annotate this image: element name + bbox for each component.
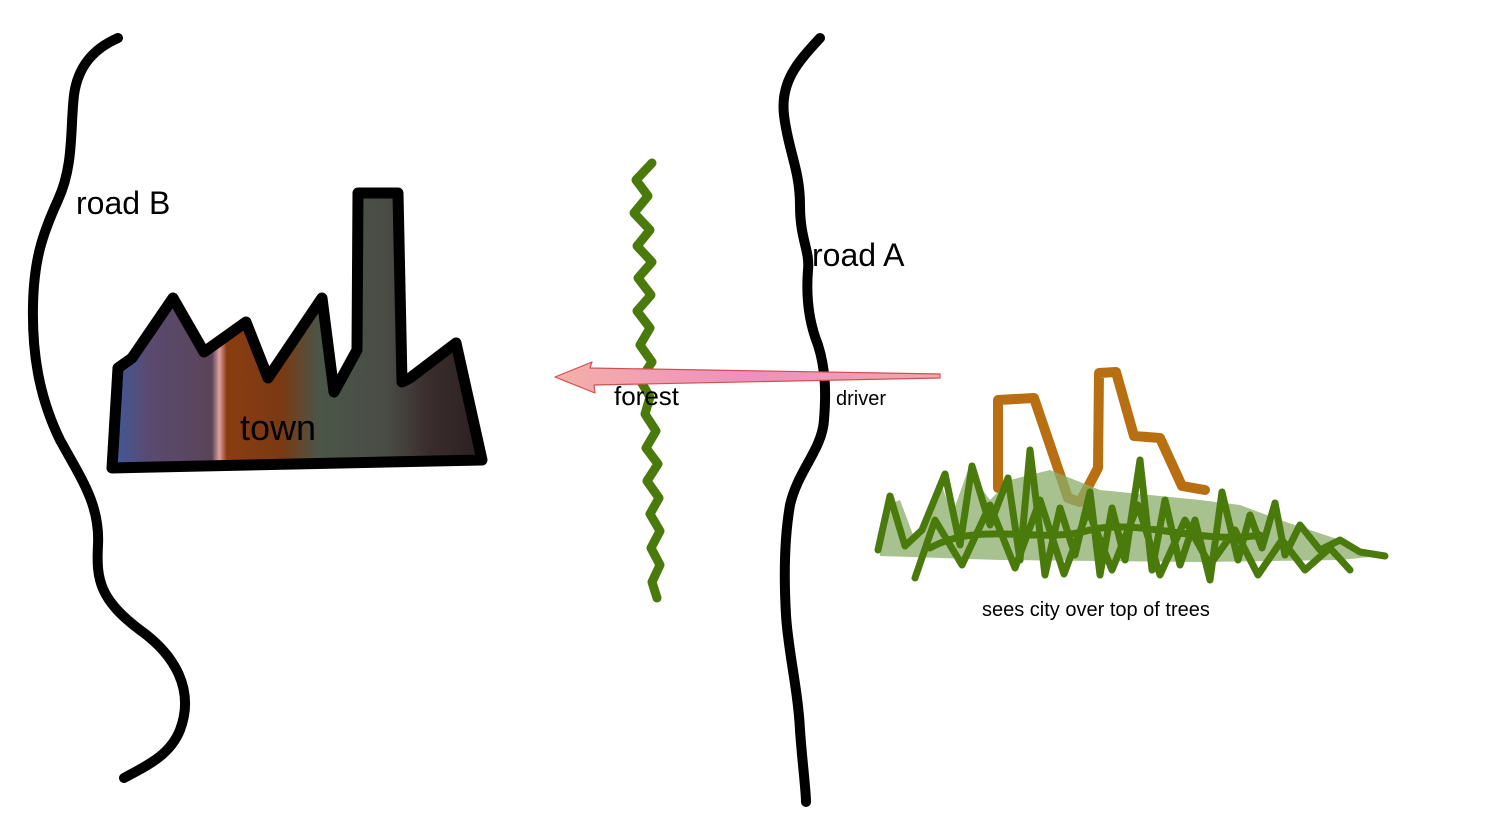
road-b-label: road B [76, 185, 170, 221]
town-silhouette [106, 187, 488, 474]
forest-label: forest [614, 381, 680, 411]
road-a-line [778, 33, 831, 807]
road-b-line [27, 33, 190, 783]
tree-line-scribble [874, 446, 1389, 584]
caption-label: sees city over top of trees [982, 599, 1210, 621]
sight-arrow [554, 361, 941, 394]
driver-label: driver [836, 388, 886, 410]
distant-city-outline [993, 367, 1210, 507]
road-a-label: road A [812, 237, 905, 273]
town-label: town [240, 407, 316, 448]
